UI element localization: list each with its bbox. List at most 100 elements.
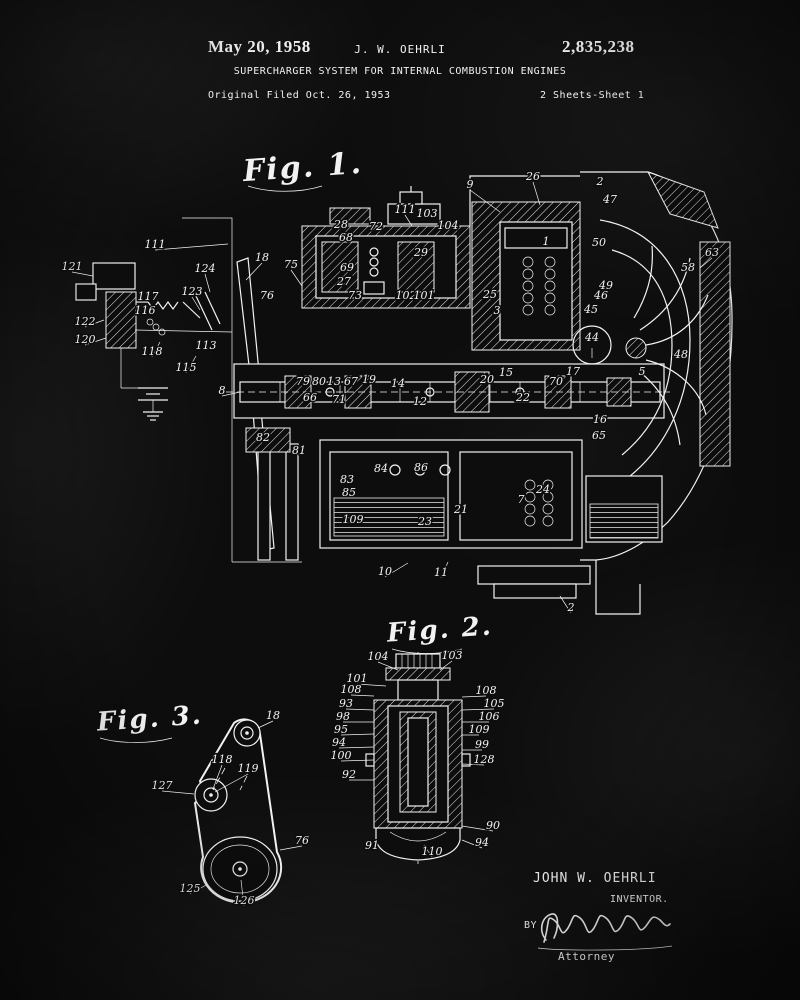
- callout-50: 50: [592, 236, 606, 249]
- callout-leader: [191, 296, 201, 311]
- callout-118: 118: [142, 345, 163, 358]
- callout-16: 16: [593, 413, 607, 426]
- callout-28: 28: [333, 218, 348, 231]
- attorney-signature: [537, 913, 673, 951]
- callout-7: 7: [518, 493, 525, 506]
- small-pulley: [233, 719, 261, 747]
- callout-93: 93: [339, 697, 353, 710]
- callout-94: 94: [475, 836, 489, 849]
- ground-symbol: [143, 411, 163, 421]
- callout-65: 65: [592, 429, 606, 442]
- callout-46: 46: [593, 289, 608, 302]
- callout-26: 26: [525, 170, 540, 183]
- callout-69: 69: [340, 261, 354, 274]
- callout-11: 11: [434, 566, 448, 579]
- callout-1: 1: [543, 235, 550, 248]
- idler-pulley: [194, 778, 228, 812]
- callout-15: 15: [499, 366, 513, 379]
- callout-109: 109: [469, 723, 490, 736]
- attorney-label: Attorney: [558, 950, 615, 963]
- callout-67: 67: [344, 375, 358, 388]
- callout-108: 108: [341, 683, 362, 696]
- callout-111: 111: [145, 238, 166, 251]
- callout-47: 47: [602, 193, 617, 206]
- callout-63: 63: [705, 246, 719, 259]
- callout-83: 83: [340, 473, 354, 486]
- by-label: BY: [524, 920, 538, 931]
- callout-27: 27: [336, 275, 351, 288]
- callout-124: 124: [195, 262, 216, 275]
- fig3-drawing: [193, 718, 283, 904]
- callout-79: 79: [296, 375, 310, 388]
- callout-126: 126: [234, 894, 255, 907]
- large-pulley: [202, 836, 278, 902]
- callout-99: 99: [475, 738, 489, 751]
- callout-104: 104: [368, 650, 389, 663]
- callout-125: 125: [180, 882, 201, 895]
- callout-103: 103: [442, 649, 463, 662]
- support-leg: [257, 443, 271, 561]
- callout-20: 20: [479, 373, 494, 386]
- callout-115: 115: [176, 361, 197, 374]
- callout-71: 71: [332, 393, 346, 406]
- callout-leader: [204, 273, 211, 293]
- callout-116: 116: [135, 304, 156, 317]
- callout-90: 90: [486, 819, 500, 832]
- callout-12: 12: [413, 395, 427, 408]
- callout-18: 18: [255, 251, 269, 264]
- callout-19: 19: [362, 373, 376, 386]
- callout-8: 8: [219, 384, 226, 397]
- callout-25: 25: [482, 288, 497, 301]
- bottom-outlet: [477, 565, 591, 599]
- cylinder-head: [301, 225, 471, 309]
- callout-113: 113: [196, 339, 217, 352]
- callout-121: 121: [62, 260, 83, 273]
- callout-leader: [154, 243, 229, 251]
- callout-108: 108: [476, 684, 497, 697]
- callout-80: 80: [312, 375, 326, 388]
- crankshaft-assembly: [226, 363, 670, 419]
- callout-29: 29: [413, 246, 428, 259]
- callout-101: 101: [414, 289, 435, 302]
- callout-leader: [290, 269, 303, 287]
- callout-76: 76: [295, 834, 309, 847]
- callout-103: 103: [417, 207, 438, 220]
- callout-122: 122: [75, 315, 96, 328]
- callout-105: 105: [484, 697, 505, 710]
- callout-68: 68: [339, 231, 353, 244]
- callout-72: 72: [369, 220, 383, 233]
- callout-127: 127: [152, 779, 173, 792]
- callout-3: 3: [494, 304, 501, 317]
- support-leg: [285, 443, 299, 561]
- callout-82: 82: [256, 431, 270, 444]
- callout-100: 100: [331, 749, 352, 762]
- callout-75: 75: [284, 258, 298, 271]
- battery-symbol: [138, 387, 168, 401]
- callout-119: 119: [238, 762, 259, 775]
- callout-98: 98: [336, 710, 350, 723]
- callout-84: 84: [374, 462, 388, 475]
- callout-9: 9: [467, 178, 474, 191]
- oil-sump: [319, 439, 663, 549]
- callout-70: 70: [549, 375, 563, 388]
- inventor-label: INVENTOR.: [610, 894, 669, 905]
- callout-21: 21: [453, 503, 468, 516]
- callout-109: 109: [343, 513, 364, 526]
- callout-85: 85: [342, 486, 356, 499]
- callout-45: 45: [583, 303, 598, 316]
- callout-110: 110: [422, 845, 443, 858]
- callout-106: 106: [479, 710, 500, 723]
- callout-48: 48: [673, 348, 688, 361]
- fig2-drawing: [365, 652, 471, 864]
- callout-13: 13: [327, 375, 341, 388]
- callout-73: 73: [348, 289, 362, 302]
- fig3-label-underline: [99, 737, 173, 743]
- callout-123: 123: [182, 285, 203, 298]
- callout-95: 95: [334, 723, 348, 736]
- callout-18: 18: [266, 709, 280, 722]
- callout-120: 120: [75, 333, 96, 346]
- callout-117: 117: [138, 290, 159, 303]
- callout-44: 44: [584, 331, 599, 344]
